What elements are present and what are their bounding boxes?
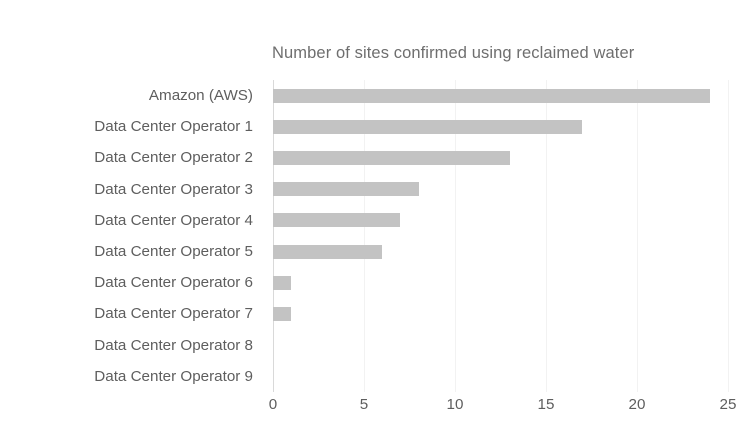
- bar[interactable]: [273, 244, 383, 259]
- category-label: Data Center Operator 1: [94, 118, 253, 136]
- category-label: Amazon (AWS): [148, 87, 253, 104]
- bar-row: [273, 236, 728, 267]
- category-label: Data Center Operator 6: [94, 274, 253, 292]
- category-label: Data Center Operator 7: [94, 305, 253, 323]
- chart-title: Number of sites confirmed using reclaime…: [272, 44, 635, 62]
- x-axis-tick-labels: 0 5 10 15 20 25: [269, 396, 737, 420]
- bar-row: [273, 298, 728, 329]
- category-axis-labels: Amazon (AWS) Data Center Operator 1 Data C…: [0, 80, 263, 392]
- category-label: Data Center Operator 9: [94, 367, 253, 385]
- bar[interactable]: [273, 275, 292, 290]
- bar[interactable]: [273, 306, 292, 321]
- bar-row: [273, 142, 728, 173]
- x-tick-label: 5: [359, 396, 369, 413]
- bar[interactable]: [273, 119, 583, 134]
- category-label: Data Center Operator 4: [94, 211, 253, 229]
- bar[interactable]: [273, 182, 419, 197]
- category-label: Data Center Operator 2: [94, 149, 253, 167]
- bar-row: [273, 111, 728, 142]
- bar-row: [273, 267, 728, 298]
- bar-row: [273, 205, 728, 236]
- bar[interactable]: [273, 150, 510, 165]
- category-label: Data Center Operator 5: [94, 243, 253, 260]
- bar-rows: [273, 80, 728, 392]
- x-tick-label: 0: [268, 396, 278, 413]
- category-label: Data Center Operator 8: [94, 336, 253, 354]
- x-tick-label: 10: [446, 396, 464, 413]
- bar[interactable]: [273, 88, 710, 103]
- bar-row: [273, 80, 728, 111]
- bar[interactable]: [273, 213, 401, 228]
- gridline-25: [728, 80, 729, 392]
- bar-row: [273, 361, 728, 392]
- bar-row: [273, 330, 728, 361]
- x-tick-label: 25: [719, 396, 737, 413]
- category-label: Data Center Operator 3: [94, 180, 253, 198]
- x-tick-label: 15: [537, 396, 555, 413]
- bar-row: [273, 174, 728, 205]
- x-tick-label: 20: [628, 396, 646, 413]
- plot-area: [273, 80, 729, 392]
